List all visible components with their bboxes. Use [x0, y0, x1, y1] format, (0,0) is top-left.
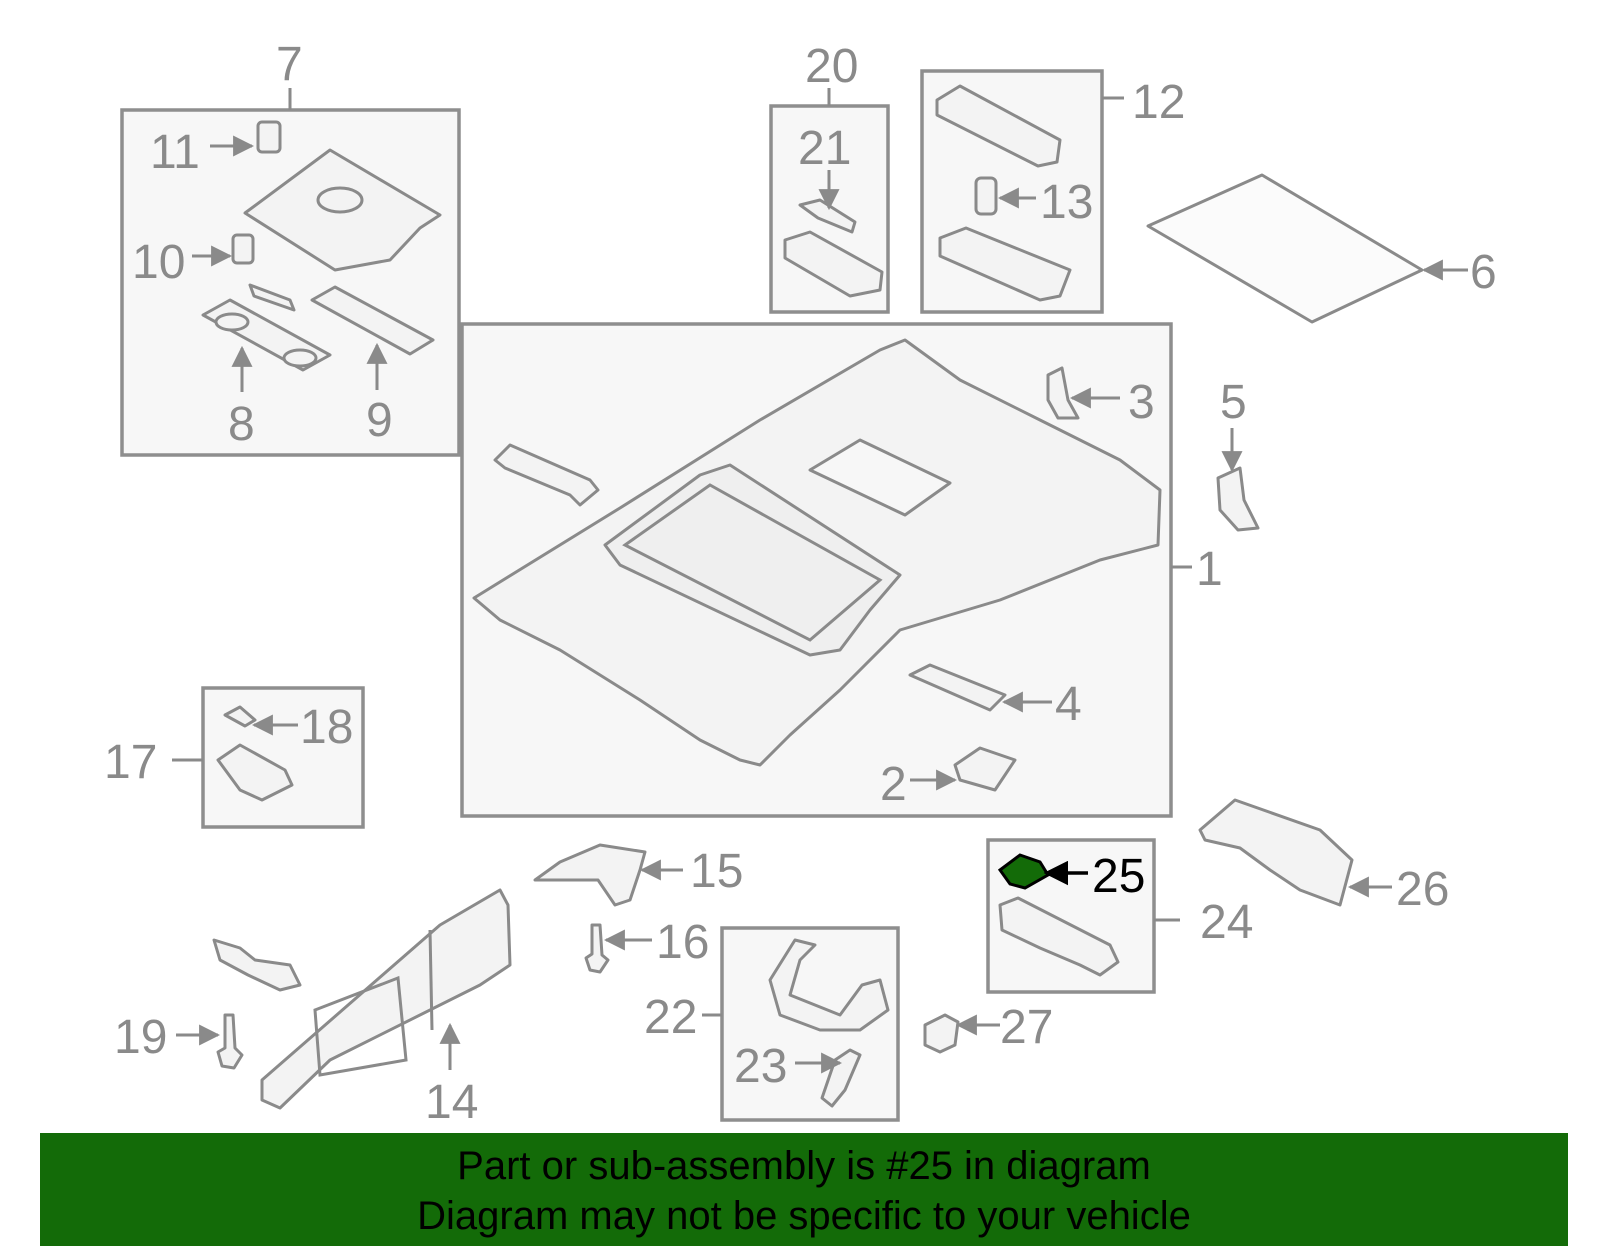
- grab-handle-22: [768, 938, 890, 1032]
- group-12-box: [920, 69, 1124, 314]
- bulb-11: [256, 120, 282, 154]
- label-7: 7: [276, 38, 303, 91]
- label-2: 2: [880, 758, 907, 811]
- label-26: 26: [1396, 863, 1449, 916]
- label-5: 5: [1220, 376, 1247, 429]
- label-18: 18: [300, 701, 353, 754]
- label-10: 10: [132, 236, 185, 289]
- label-3: 3: [1128, 376, 1155, 429]
- trim-5: [1216, 466, 1260, 532]
- bracket-15: [533, 843, 647, 907]
- label-9: 9: [366, 394, 393, 447]
- bulb-13: [974, 176, 998, 216]
- bracket: [493, 443, 600, 507]
- group-20-box: [769, 88, 890, 314]
- label-19: 19: [114, 1011, 167, 1064]
- banner-line-1: Part or sub-assembly is #25 in diagram: [457, 1144, 1151, 1188]
- bulb-10: [231, 233, 255, 265]
- visor-bracket: [212, 938, 302, 992]
- group-7-box: [120, 88, 461, 457]
- label-6: 6: [1470, 246, 1497, 299]
- label-13: 13: [1040, 176, 1093, 229]
- sun-visor-14: [260, 888, 512, 1110]
- lamp-housing-20: [783, 230, 884, 298]
- bracket-17: [216, 743, 294, 802]
- group-17-box: [172, 686, 365, 829]
- label-24: 24: [1200, 896, 1253, 949]
- trim-26: [1198, 798, 1354, 907]
- bulb-small: [248, 283, 296, 312]
- sunroof-opening: [603, 463, 902, 657]
- label-4: 4: [1055, 678, 1082, 731]
- clip-27: [923, 1013, 960, 1054]
- lens-9: [310, 285, 435, 356]
- screw-23: [820, 1048, 862, 1108]
- label-15: 15: [690, 845, 743, 898]
- label-21: 21: [798, 122, 851, 175]
- info-banner: Part or sub-assembly is #25 in diagram D…: [40, 1133, 1568, 1246]
- clip-2: [953, 746, 1017, 792]
- panel-6: [1146, 173, 1424, 324]
- label-16: 16: [656, 916, 709, 969]
- label-14: 14: [425, 1076, 478, 1129]
- lamp-base-12: [938, 226, 1072, 302]
- label-22: 22: [644, 991, 697, 1044]
- label-27: 27: [1000, 1001, 1053, 1054]
- screw-16: [584, 923, 610, 974]
- group-24-box: [986, 838, 1180, 994]
- banner-line-2: Diagram may not be specific to your vehi…: [417, 1194, 1191, 1238]
- label-25: 25: [1092, 850, 1145, 903]
- label-23: 23: [734, 1040, 787, 1093]
- group-22-box: [702, 926, 900, 1122]
- label-20: 20: [805, 40, 858, 93]
- label-12: 12: [1132, 76, 1185, 129]
- label-17: 17: [104, 736, 157, 789]
- bulb-21: [798, 198, 857, 234]
- screw-19: [216, 1013, 244, 1070]
- holder-24: [998, 896, 1120, 977]
- label-11: 11: [150, 126, 200, 179]
- rails: [808, 438, 952, 517]
- label-1: 1: [1196, 543, 1223, 596]
- lamp-lens-12: [935, 84, 1062, 168]
- group-1-box: [460, 322, 1192, 818]
- label-8: 8: [228, 398, 255, 451]
- callout-labels: 7 11 10 8 9 20 21 12 13 6 3 5 1 4 2 18 1…: [104, 38, 1497, 1129]
